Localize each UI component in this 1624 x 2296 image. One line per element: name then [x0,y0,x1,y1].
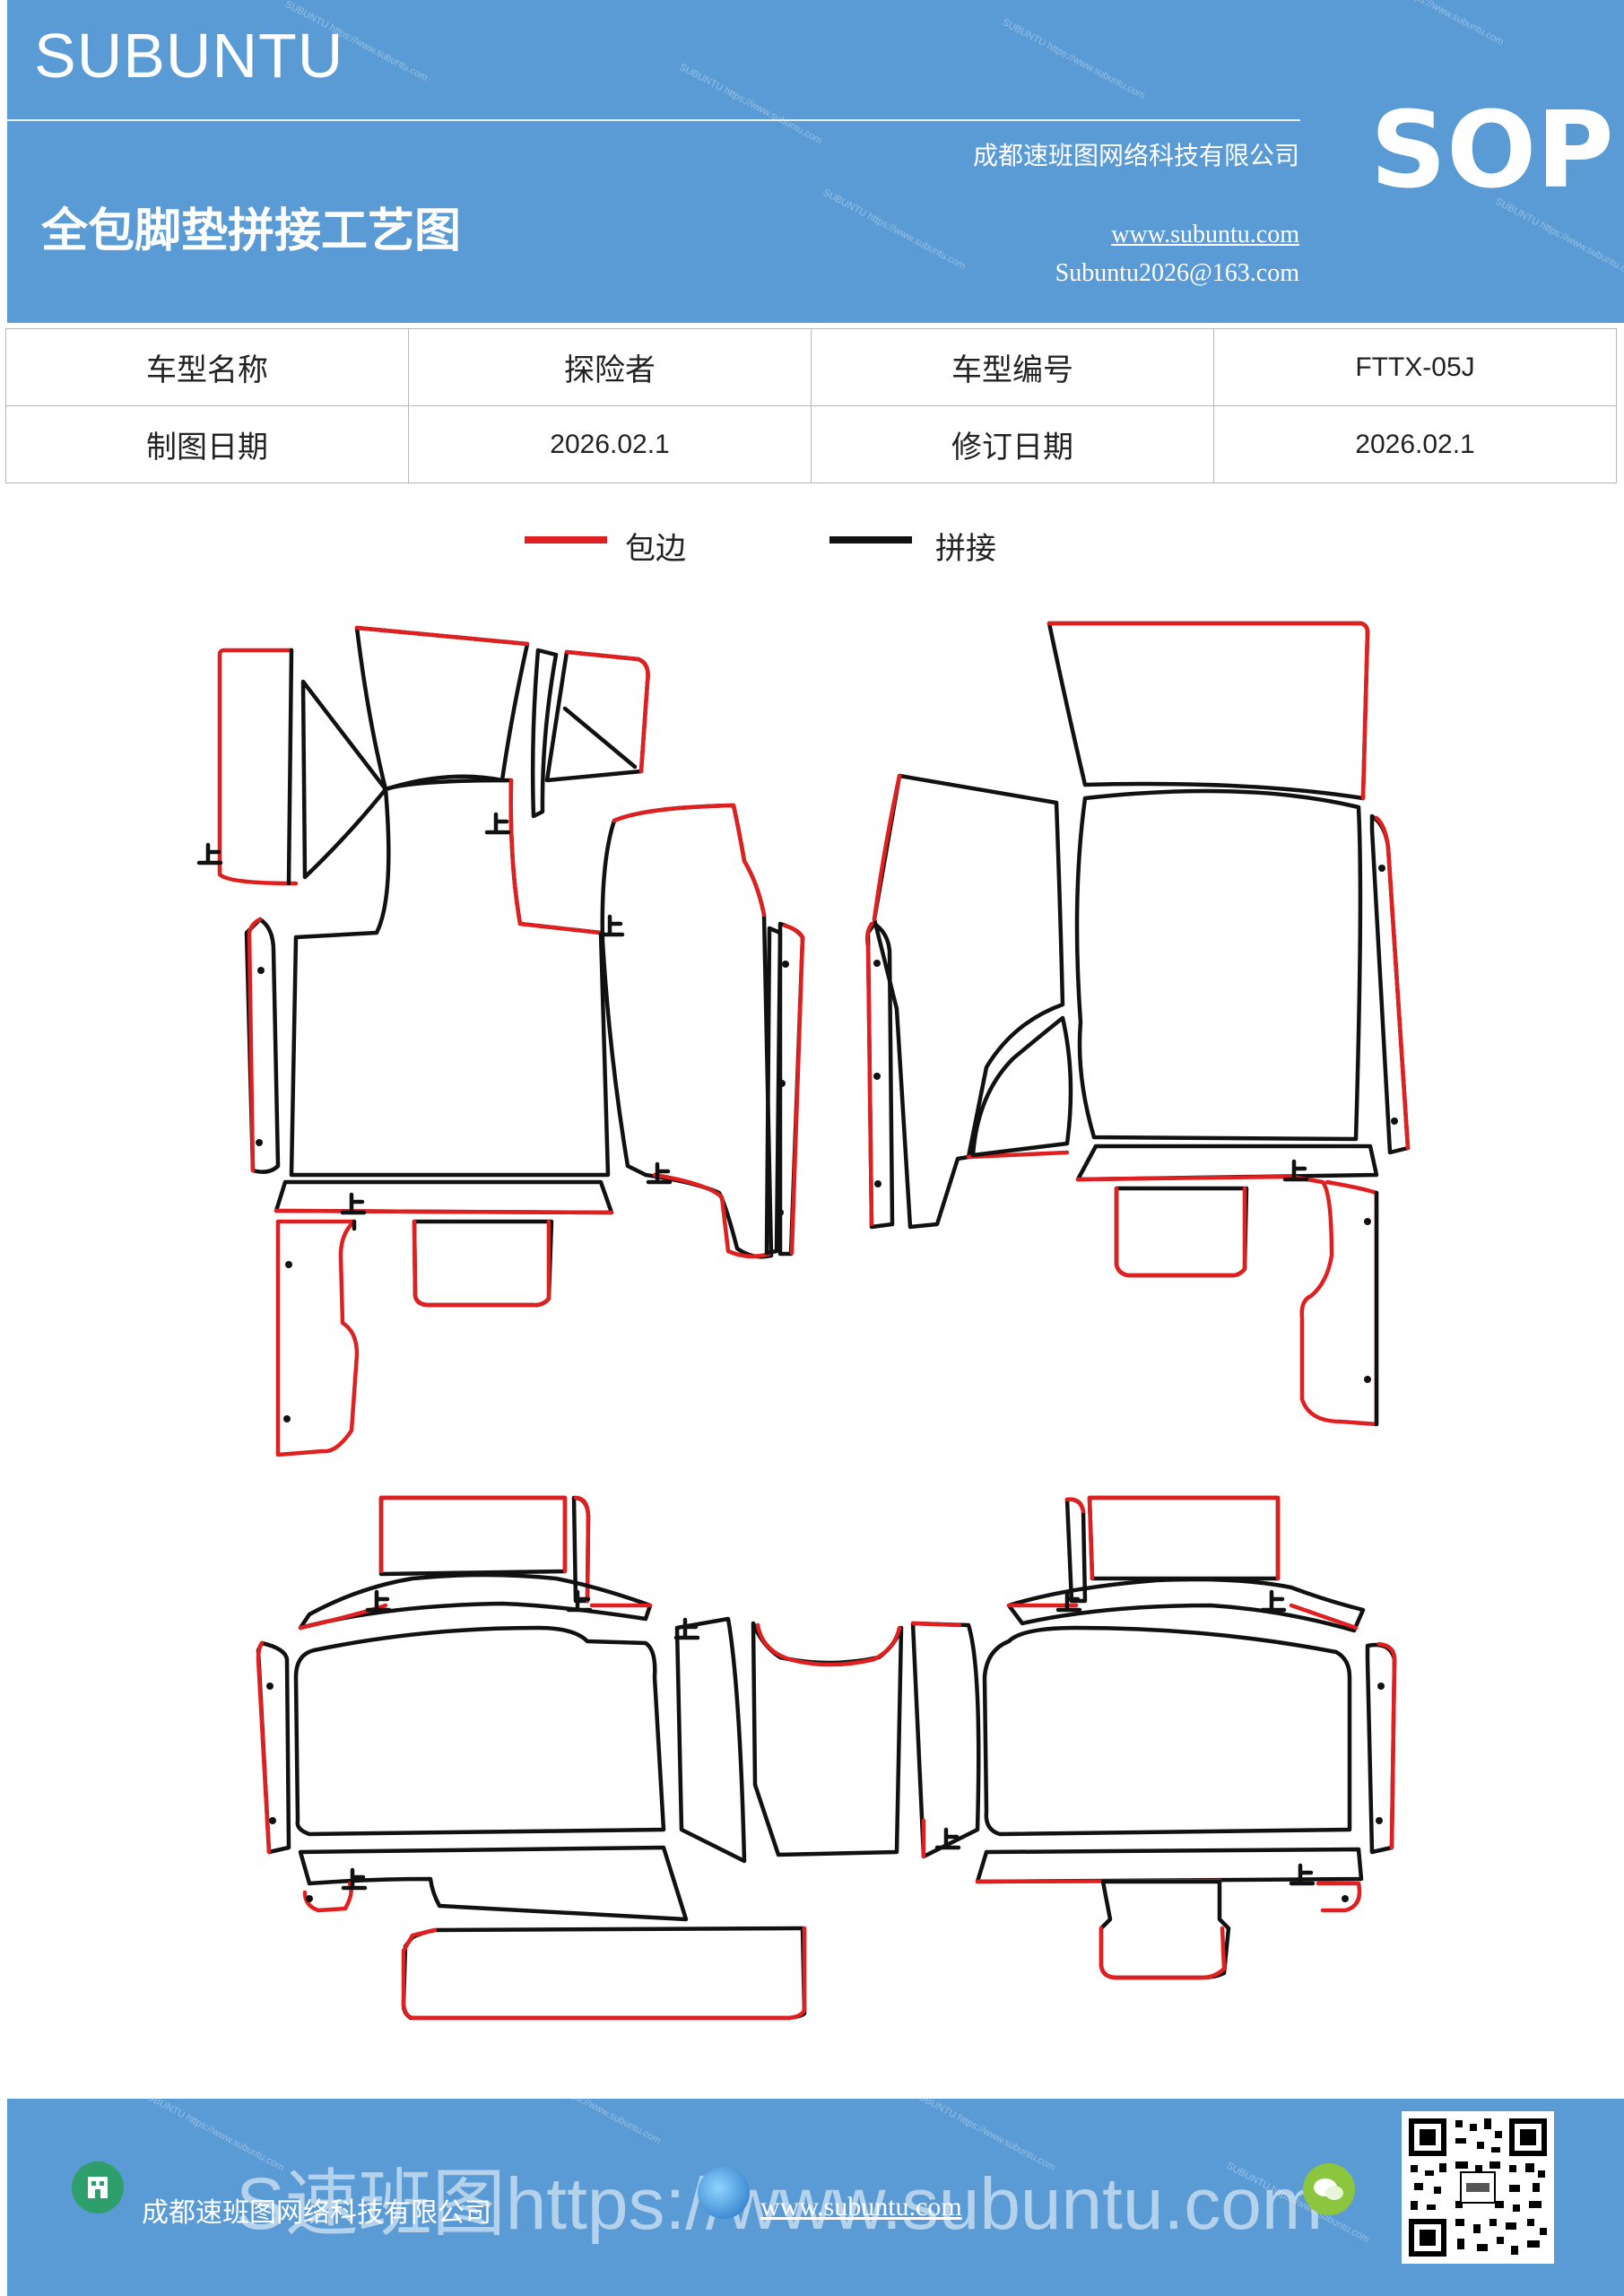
watermark: SUBUNTU https://www.subuntu.com [1000,16,1147,102]
mat-piece [217,648,299,886]
qr-code[interactable] [1402,2111,1554,2264]
globe-icon [698,2167,750,2219]
revise-date-label: 修订日期 [811,405,1214,483]
page-title: 全包脚垫拼接工艺图 [41,204,462,258]
model-code-value: FTTX-05J [1213,328,1617,406]
model-name-value: 探险者 [408,328,812,406]
page-footer: SUBUNTU https://www.subuntu.com SUBUNTU … [7,2099,1624,2296]
table-row: 车型名称 探险者 车型编号 FTTX-05J [5,328,1617,406]
revise-date-value: 2026.02.1 [1213,405,1617,483]
model-code-label: 车型编号 [811,328,1214,406]
legend-label-binding: 包边 [625,531,686,567]
legend-label-splice: 拼接 [935,531,996,567]
sop-badge: SOP [1370,88,1614,212]
passenger-mat-group [864,621,1411,1427]
draw-date-value: 2026.02.1 [408,405,812,483]
model-name-label: 车型名称 [5,328,409,406]
mat-piece [293,1625,666,1837]
header-divider [7,119,1300,121]
company-name: 成都速班图网络科技有限公司 [972,141,1299,170]
website-link[interactable]: www.subuntu.com [1111,221,1299,248]
mat-piece [300,679,388,880]
legend-black-line [829,536,912,544]
watermark: SUBUNTU https://www.subuntu.com [677,61,824,147]
rear-center-mat-group [751,1621,981,1859]
draw-date-label: 制图日期 [5,405,409,483]
email-address[interactable]: Subuntu2026@163.com [1055,259,1299,287]
table-row: 制图日期 2026.02.1 修订日期 2026.02.1 [5,405,1617,483]
rear-right-mat-group [975,1495,1397,1980]
legend-red-line [525,536,607,544]
watermark: SUBUNTU https://www.subuntu.com [516,2099,663,2147]
footer-website-link[interactable]: www.subuntu.com [760,2192,962,2222]
vehicle-info-table: 车型名称 探险者 车型编号 FTTX-05J 制图日期 2026.02.1 修订… [5,328,1617,483]
mat-piece [289,778,611,1178]
floor-mat-diagram [0,621,1411,2021]
brand-name: SUBUNTU [34,21,344,91]
page-header: SUBUNTU https://www.subuntu.com SUBUNTU … [7,0,1624,323]
watermark: SUBUNTU https://www.subuntu.com [821,187,968,273]
wechat-icon[interactable] [1303,2163,1355,2215]
driver-mat-group [199,625,805,1457]
rear-left-mat-group [256,1495,807,2021]
mat-piece [1074,788,1363,1142]
watermark-url: S速班图https://www.subuntu.com [236,2163,1324,2245]
footer-company-name: 成都速班图网络科技有限公司 [142,2197,491,2229]
watermark: SUBUNTU https://www.subuntu.com [1359,0,1506,48]
mat-piece [982,1625,1352,1837]
building-icon [72,2161,124,2213]
legend: 包边 拼接 [0,520,1624,574]
